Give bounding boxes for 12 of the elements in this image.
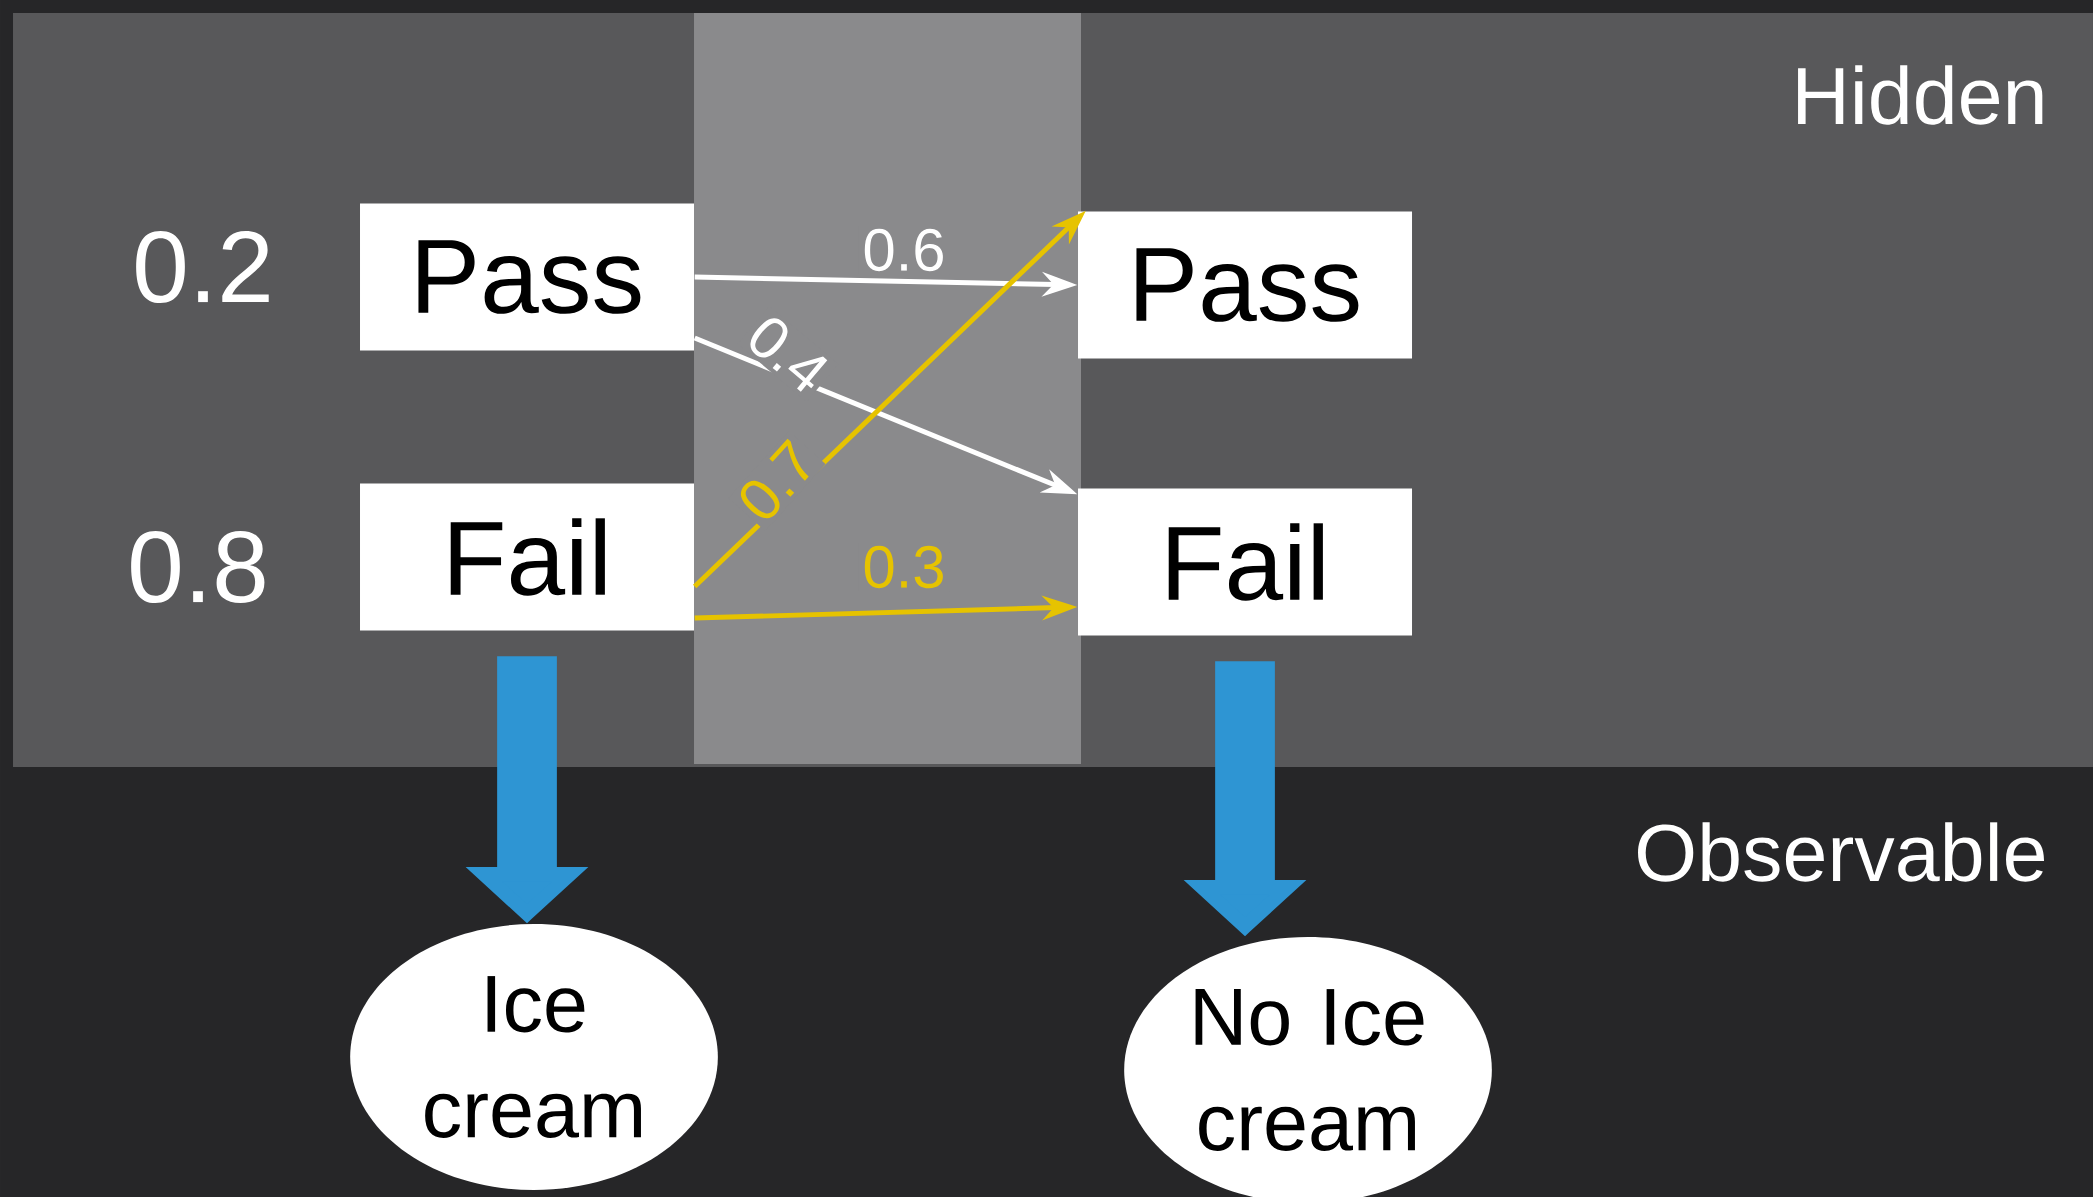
state-box: Fail <box>1078 488 1412 636</box>
state-box: Fail <box>360 483 694 631</box>
edge-label: 0.6 <box>859 225 950 275</box>
state-box: Pass <box>360 203 694 351</box>
edge-label: 0.7 <box>728 431 826 531</box>
probability-label: 0.2 <box>136 230 269 304</box>
edge-label: 0.4 <box>737 306 839 402</box>
band-label: Hidden <box>1798 65 2043 125</box>
state-box: Pass <box>1078 211 1412 359</box>
band-label: Observable <box>1638 822 2044 882</box>
probability-label: 0.8 <box>131 530 265 604</box>
edge-label: 0.3 <box>859 542 950 592</box>
